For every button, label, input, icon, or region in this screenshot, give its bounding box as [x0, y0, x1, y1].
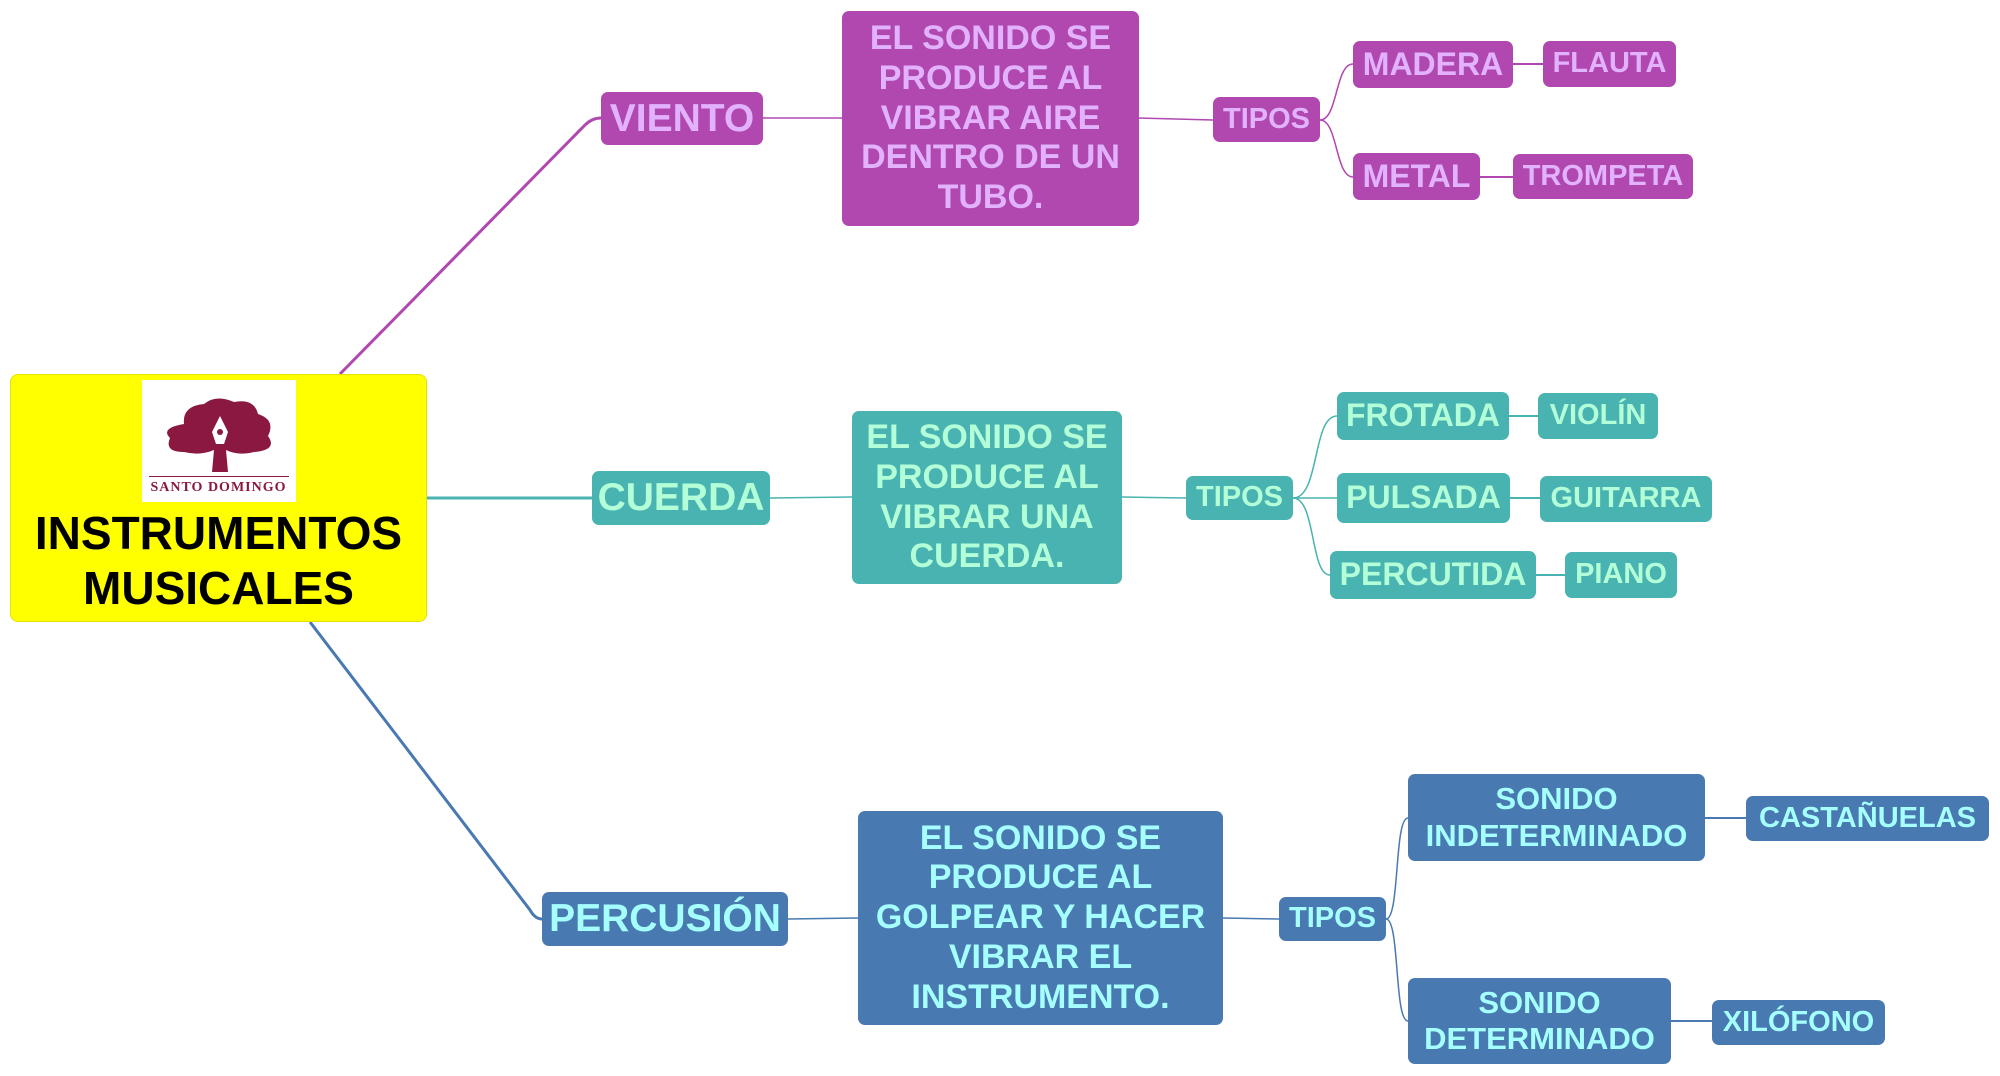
example-violin[interactable]: VIOLÍN: [1538, 393, 1658, 439]
link-tipos-determinado: [1385, 918, 1409, 1022]
central-topic[interactable]: SANTO DOMINGO INSTRUMENTOS MUSICALES: [10, 374, 427, 622]
link-desc-tipos: [1121, 496, 1187, 499]
link-percusion-desc: [787, 917, 859, 920]
link-tipos-percutida: [1292, 497, 1331, 576]
santo-domingo-logo: SANTO DOMINGO: [141, 380, 296, 502]
link-desc-tipos: [1138, 117, 1214, 121]
link-root-viento: [338, 116, 602, 376]
link-cuerda-desc: [769, 496, 853, 499]
branch-viento[interactable]: VIENTO: [601, 92, 763, 145]
link-tipos-metal: [1319, 119, 1354, 178]
cuerda-connectors: [427, 415, 1565, 576]
viento-tipos[interactable]: TIPOS: [1213, 97, 1320, 142]
type-frotada[interactable]: FROTADA: [1337, 392, 1509, 440]
link-tipos-madera: [1319, 63, 1354, 121]
cuerda-description[interactable]: EL SONIDO SE PRODUCE AL VIBRAR UNA CUERD…: [852, 411, 1122, 584]
viento-description[interactable]: EL SONIDO SE PRODUCE AL VIBRAR AIRE DENT…: [842, 11, 1139, 226]
branch-cuerda[interactable]: CUERDA: [592, 471, 770, 525]
tree-pen-icon: [166, 398, 271, 472]
example-piano[interactable]: PIANO: [1565, 552, 1677, 598]
type-sonido-determinado[interactable]: SONIDO DETERMINADO: [1408, 978, 1671, 1064]
logo-text: SANTO DOMINGO: [148, 475, 289, 496]
type-madera[interactable]: MADERA: [1353, 41, 1513, 88]
type-percutida[interactable]: PERCUTIDA: [1330, 551, 1536, 599]
link-desc-tipos: [1222, 917, 1280, 920]
type-pulsada[interactable]: PULSADA: [1337, 473, 1510, 523]
branch-percusion[interactable]: PERCUSIÓN: [542, 892, 788, 946]
example-trompeta[interactable]: TROMPETA: [1513, 154, 1693, 199]
example-flauta[interactable]: FLAUTA: [1543, 41, 1676, 87]
example-guitarra[interactable]: GUITARRA: [1540, 476, 1712, 522]
link-root-percusion: [308, 621, 543, 921]
example-castanuelas[interactable]: CASTAÑUELAS: [1746, 796, 1989, 841]
viento-connectors: [338, 63, 1543, 376]
example-xilofono[interactable]: XILÓFONO: [1712, 1000, 1885, 1045]
link-tipos-indeterminado: [1385, 817, 1409, 920]
percusion-tipos[interactable]: TIPOS: [1279, 897, 1386, 941]
percusion-description[interactable]: EL SONIDO SE PRODUCE AL GOLPEAR Y HACER …: [858, 811, 1223, 1025]
link-tipos-frotada: [1292, 415, 1338, 499]
cuerda-tipos[interactable]: TIPOS: [1186, 476, 1293, 520]
type-sonido-indeterminado[interactable]: SONIDO INDETERMINADO: [1408, 774, 1705, 861]
percusion-connectors: [308, 621, 1746, 1022]
central-topic-title: INSTRUMENTOS MUSICALES: [34, 507, 403, 615]
type-metal[interactable]: METAL: [1353, 153, 1480, 200]
